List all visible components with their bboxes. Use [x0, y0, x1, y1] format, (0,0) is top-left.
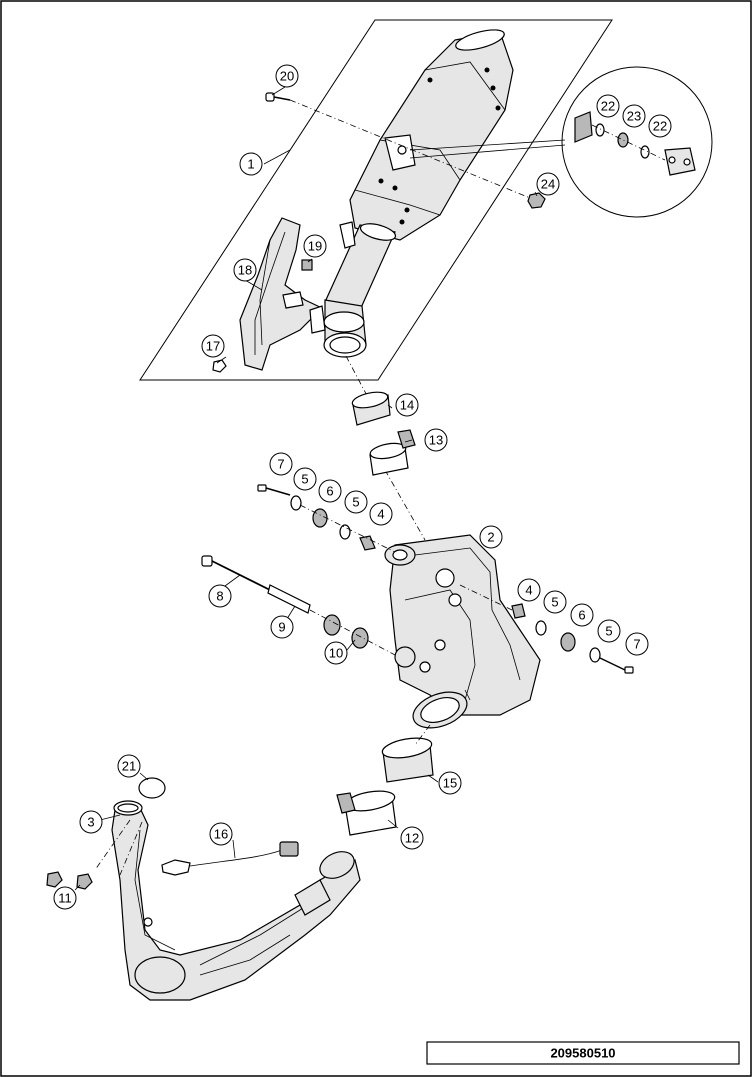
callout-24: 24: [536, 172, 560, 196]
long-bolt-assembly: [201, 555, 396, 656]
svg-text:5: 5: [605, 624, 612, 639]
silencer-housing: [384, 534, 541, 729]
svg-text:18: 18: [238, 263, 252, 278]
callout-4: 4: [369, 502, 393, 526]
callout-15: 15: [438, 771, 462, 795]
sealing-ring-15: [381, 737, 434, 783]
svg-text:7: 7: [633, 637, 640, 652]
svg-text:2: 2: [487, 530, 494, 545]
svg-text:6: 6: [578, 608, 585, 623]
detail-view-mount: [561, 66, 713, 218]
drawing-code: 209580510: [550, 1046, 615, 1061]
svg-text:22: 22: [653, 119, 667, 134]
svg-text:20: 20: [280, 69, 294, 84]
callout-22: 22: [648, 114, 672, 138]
svg-text:12: 12: [405, 831, 419, 846]
callout-7: 7: [269, 452, 293, 476]
svg-text:5: 5: [301, 472, 308, 487]
svg-text:16: 16: [214, 827, 228, 842]
svg-text:14: 14: [400, 398, 414, 413]
callout-5: 5: [597, 619, 621, 643]
callout-6: 6: [318, 479, 342, 503]
gasket-21: [138, 777, 166, 799]
callout-13: 13: [424, 428, 448, 452]
right-fastener-stack: [459, 584, 634, 674]
callout-22: 22: [596, 94, 620, 118]
oxygen-sensor: [161, 841, 299, 876]
svg-text:10: 10: [329, 646, 343, 661]
svg-text:4: 4: [377, 507, 384, 522]
callout-17: 17: [201, 334, 225, 358]
svg-text:1: 1: [247, 157, 254, 172]
callout-19: 19: [303, 234, 327, 258]
svg-text:3: 3: [87, 815, 94, 830]
callout-11: 11: [53, 886, 77, 910]
callout-3: 3: [79, 810, 103, 834]
muffler-group-box: [139, 19, 613, 381]
clip-nut: [301, 259, 313, 271]
heat-shield: [239, 217, 326, 371]
svg-text:22: 22: [601, 99, 615, 114]
svg-text:7: 7: [277, 457, 284, 472]
svg-text:19: 19: [308, 239, 322, 254]
callout-21: 21: [117, 754, 141, 778]
svg-text:17: 17: [206, 339, 220, 354]
svg-text:8: 8: [216, 589, 223, 604]
callout-5: 5: [293, 467, 317, 491]
callout-1: 1: [239, 152, 263, 176]
upper-left-fastener-stack: [257, 484, 396, 553]
callout-2: 2: [479, 525, 503, 549]
svg-text:23: 23: [627, 109, 641, 124]
svg-text:9: 9: [278, 620, 285, 635]
svg-text:13: 13: [429, 433, 443, 448]
svg-text:5: 5: [551, 595, 558, 610]
callout-5: 5: [543, 590, 567, 614]
callout-20: 20: [275, 64, 299, 88]
nut-24: [527, 192, 546, 209]
clamp-13: [369, 429, 416, 476]
callout-18: 18: [233, 258, 257, 282]
header-pipe: [111, 800, 361, 1001]
callout-8: 8: [208, 584, 232, 608]
callout-4: 4: [517, 578, 541, 602]
svg-text:6: 6: [326, 484, 333, 499]
callout-9: 9: [270, 615, 294, 639]
drawing-code-box: 209580510: [426, 1041, 740, 1065]
muffler: [323, 29, 514, 358]
callout-16: 16: [209, 822, 233, 846]
sealing-ring-14: [351, 391, 391, 426]
callout-6: 6: [570, 603, 594, 627]
flange-nuts-11: [46, 871, 93, 890]
clamp-12: [336, 790, 397, 836]
svg-text:5: 5: [352, 495, 359, 510]
callout-10: 10: [324, 641, 348, 665]
callout-23: 23: [622, 104, 646, 128]
callout-12: 12: [400, 826, 424, 850]
svg-text:21: 21: [122, 759, 136, 774]
callout-5: 5: [344, 490, 368, 514]
svg-text:4: 4: [525, 583, 532, 598]
callout-7: 7: [625, 632, 649, 656]
svg-text:15: 15: [443, 776, 457, 791]
callout-14: 14: [395, 393, 419, 417]
svg-text:24: 24: [541, 177, 555, 192]
svg-text:11: 11: [58, 891, 72, 906]
